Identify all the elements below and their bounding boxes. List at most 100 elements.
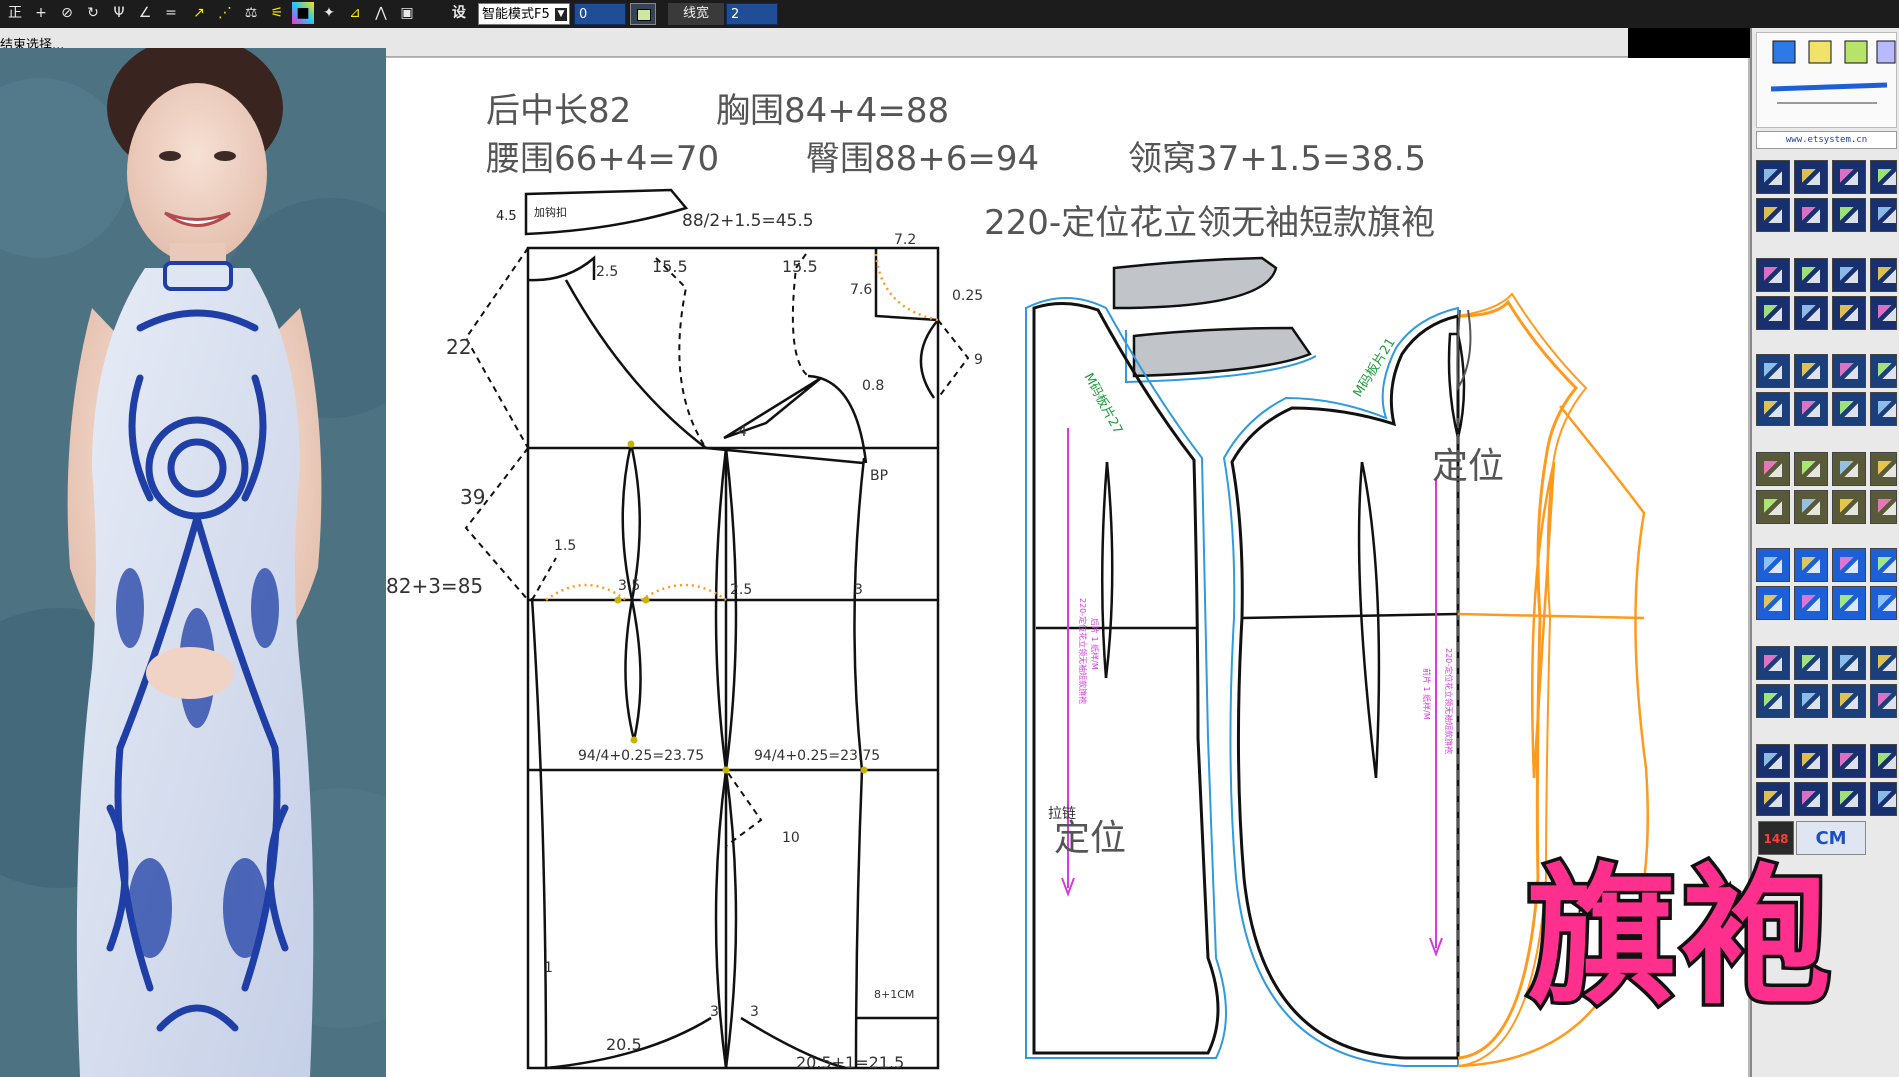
image-icon[interactable]: ▣ — [400, 5, 414, 21]
tool-button-9-4[interactable] — [1870, 548, 1897, 582]
text-tool-icon[interactable]: 正 — [8, 5, 22, 21]
tool-button-2-1[interactable] — [1756, 198, 1790, 232]
tool-button-1-4[interactable] — [1870, 160, 1897, 194]
tool-button-13-3[interactable] — [1832, 744, 1866, 778]
hip-front-label: 94/4+0.25=23.75 — [754, 748, 880, 764]
tool-button-5-1[interactable] — [1756, 354, 1790, 388]
hatch-icon[interactable]: ⋰ — [218, 5, 232, 21]
tool-button-14-2[interactable] — [1794, 782, 1828, 816]
tool-button-11-3[interactable] — [1832, 646, 1866, 680]
tool-button-12-3[interactable] — [1832, 684, 1866, 718]
website-label: www.etsystem.cn — [1756, 131, 1897, 149]
tool-button-9-1[interactable] — [1756, 548, 1790, 582]
pattern-tool-icon — [1764, 363, 1782, 379]
neck-front-width-label: 7.2 — [894, 232, 916, 248]
tool-button-12-1[interactable] — [1756, 684, 1790, 718]
tool-button-4-4[interactable] — [1870, 296, 1897, 330]
tool-button-8-2[interactable] — [1794, 490, 1828, 524]
color-picker-button[interactable] — [630, 3, 656, 25]
rotate-icon[interactable]: ↻ — [87, 5, 99, 21]
tool-button-5-4[interactable] — [1870, 354, 1897, 388]
tool-button-12-2[interactable] — [1794, 684, 1828, 718]
tool-button-11-2[interactable] — [1794, 646, 1828, 680]
tool-button-9-3[interactable] — [1832, 548, 1866, 582]
tool-button-14-4[interactable] — [1870, 782, 1897, 816]
tool-button-6-2[interactable] — [1794, 392, 1828, 426]
tool-button-11-4[interactable] — [1870, 646, 1897, 680]
tool-button-7-3[interactable] — [1832, 452, 1866, 486]
tool-button-6-1[interactable] — [1756, 392, 1790, 426]
tool-button-13-2[interactable] — [1794, 744, 1828, 778]
settings-button[interactable]: 设 — [452, 5, 466, 21]
pattern-tool-icon — [1764, 499, 1782, 515]
pattern-tool-icon — [1764, 461, 1782, 477]
tool-button-13-1[interactable] — [1756, 744, 1790, 778]
pattern-tool-icon — [1840, 363, 1858, 379]
tool-button-7-1[interactable] — [1756, 452, 1790, 486]
tool-button-5-3[interactable] — [1832, 354, 1866, 388]
tool-button-10-3[interactable] — [1832, 586, 1866, 620]
node-icon[interactable]: ⋀ — [375, 5, 387, 21]
scale-icon[interactable]: ⚟ — [270, 5, 284, 21]
number-input[interactable]: 0 — [574, 3, 626, 25]
tool-button-4-1[interactable] — [1756, 296, 1790, 330]
tool-button-8-3[interactable] — [1832, 490, 1866, 524]
select-icon[interactable]: ⊘ — [61, 5, 73, 21]
color-icon[interactable]: ■ — [292, 2, 314, 24]
tool-button-9-2[interactable] — [1794, 548, 1828, 582]
tool-button-4-2[interactable] — [1794, 296, 1828, 330]
fork-icon[interactable]: Ψ — [113, 5, 125, 21]
pattern-tool-icon — [1802, 401, 1820, 417]
plus-icon[interactable]: + — [35, 5, 47, 21]
front-dart-left — [1357, 461, 1378, 779]
tool-button-3-2[interactable] — [1794, 258, 1828, 292]
measure-icon[interactable]: ⚖ — [244, 5, 258, 21]
pattern-tool-icon — [1878, 791, 1896, 807]
tool-button-10-2[interactable] — [1794, 586, 1828, 620]
tool-button-1-1[interactable] — [1756, 160, 1790, 194]
hem-back-label: 20.5 — [606, 1035, 642, 1054]
grade-icon[interactable]: ⊿ — [349, 5, 361, 21]
angle-icon[interactable]: ∠ — [138, 5, 152, 21]
locate-front-label: 定位 — [1432, 446, 1504, 487]
back-piece-outline — [1032, 301, 1220, 1055]
mode-select[interactable]: 智能模式F5 ▼ — [478, 3, 570, 25]
tool-button-3-4[interactable] — [1870, 258, 1897, 292]
star-icon[interactable]: ✦ — [323, 5, 335, 21]
unit-toggle-button[interactable]: CM — [1796, 821, 1866, 855]
tool-button-5-2[interactable] — [1794, 354, 1828, 388]
pen-icon[interactable]: ↗ — [193, 5, 205, 21]
tool-button-14-3[interactable] — [1832, 782, 1866, 816]
zipper-label: 拉链 — [1048, 806, 1076, 822]
tool-button-14-1[interactable] — [1756, 782, 1790, 816]
tool-button-11-1[interactable] — [1756, 646, 1790, 680]
tool-button-6-4[interactable] — [1870, 392, 1897, 426]
tool-button-12-4[interactable] — [1870, 684, 1897, 718]
tool-button-8-1[interactable] — [1756, 490, 1790, 524]
tool-button-7-2[interactable] — [1794, 452, 1828, 486]
tool-button-13-4[interactable] — [1870, 744, 1897, 778]
measure-bust: 胸围84+4=88 — [716, 91, 949, 131]
color-swatch-icon — [637, 9, 651, 21]
tool-button-10-4[interactable] — [1870, 586, 1897, 620]
slit-note-label: 8+1CM — [874, 988, 914, 1001]
tool-button-1-3[interactable] — [1832, 160, 1866, 194]
tool-button-6-3[interactable] — [1832, 392, 1866, 426]
tool-button-3-1[interactable] — [1756, 258, 1790, 292]
back-dart-right — [1104, 461, 1114, 679]
tool-button-10-1[interactable] — [1756, 586, 1790, 620]
tool-button-4-3[interactable] — [1832, 296, 1866, 330]
pattern-canvas[interactable]: 后中长82 胸围84+4=88 腰围66+4=70 臀围88+6=94 领窝37… — [386, 58, 1748, 1077]
chevron-down-icon[interactable]: ▼ — [555, 8, 567, 21]
tool-button-2-2[interactable] — [1794, 198, 1828, 232]
tool-button-1-2[interactable] — [1794, 160, 1828, 194]
parallel-icon[interactable]: = — [165, 5, 177, 21]
pattern-drawing[interactable]: 后中长82 胸围84+4=88 腰围66+4=70 臀围88+6=94 领窝37… — [386, 58, 1748, 1077]
tool-button-7-4[interactable] — [1870, 452, 1897, 486]
line-width-input[interactable]: 2 — [726, 3, 778, 25]
tool-button-3-3[interactable] — [1832, 258, 1866, 292]
tool-button-2-4[interactable] — [1870, 198, 1897, 232]
draft-frame — [526, 246, 940, 1070]
tool-button-8-4[interactable] — [1870, 490, 1897, 524]
tool-button-2-3[interactable] — [1832, 198, 1866, 232]
